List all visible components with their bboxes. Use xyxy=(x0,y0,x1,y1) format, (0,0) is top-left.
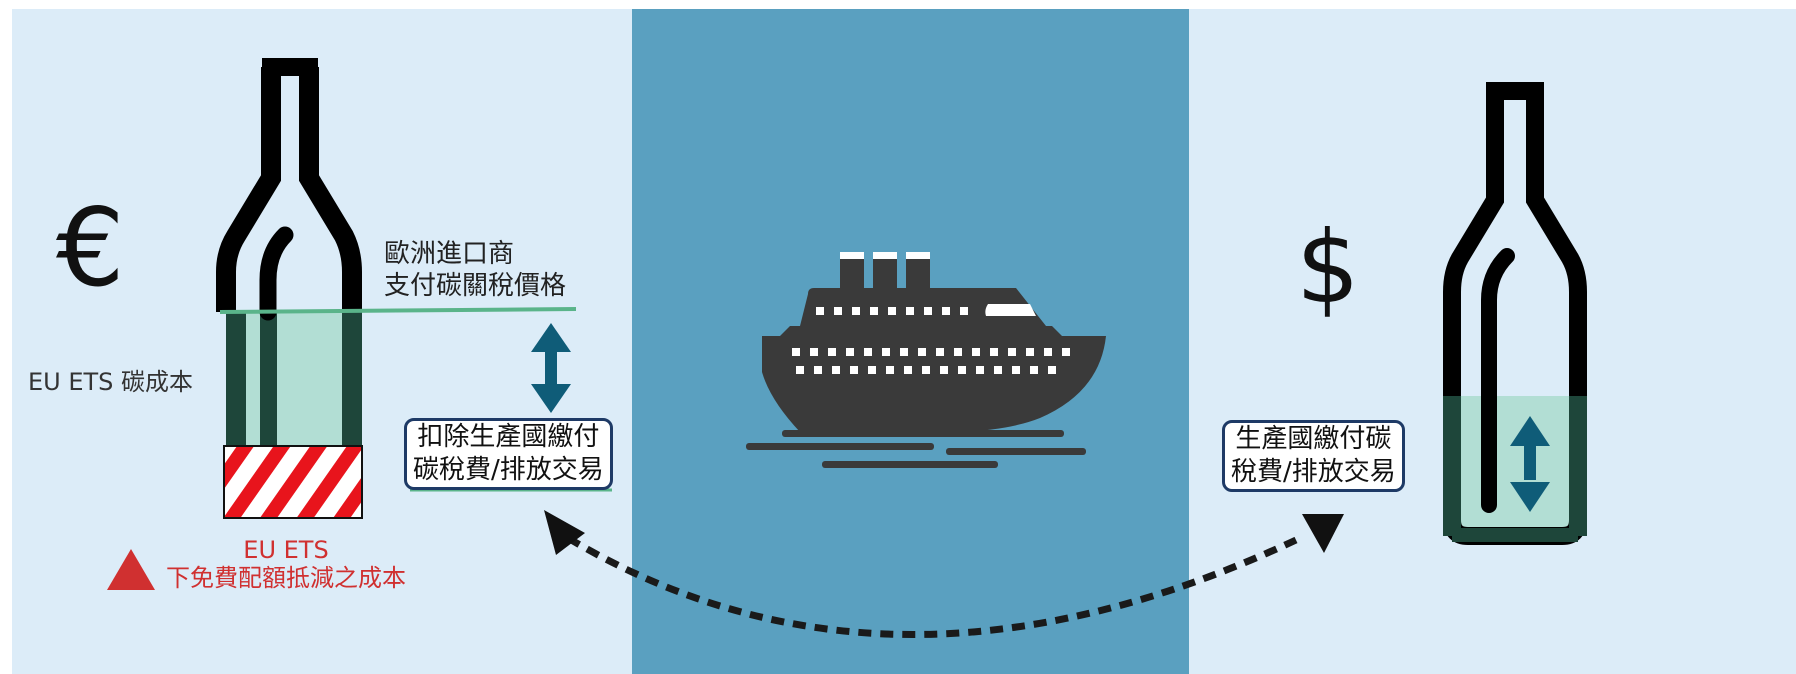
connector-arrowhead-left-icon xyxy=(544,510,585,555)
right-bottle-carbon-fill xyxy=(1452,396,1578,536)
deduction-box: 扣除生產國繳付 碳稅費/排放交易 xyxy=(404,418,613,490)
warning-triangle-icon xyxy=(107,549,155,590)
free-allowance-line2: 下免費配額抵減之成本 xyxy=(166,564,406,592)
left-bottle-icon xyxy=(224,67,362,518)
importer-label-line1: 歐洲進口商 xyxy=(384,238,566,270)
deduction-box-line2: 碳稅費/排放交易 xyxy=(413,454,604,487)
euro-currency-symbol: € xyxy=(56,195,125,303)
right-bottle-icon xyxy=(1443,91,1587,542)
importer-label-line2: 支付碳關稅價格 xyxy=(384,270,566,302)
free-allowance-line1: EU ETS xyxy=(166,536,406,564)
left-bottle-hatched-base xyxy=(224,446,362,518)
free-allowance-label: EU ETS 下免費配額抵減之成本 xyxy=(166,536,406,592)
left-double-arrow-icon xyxy=(531,323,571,413)
importer-label: 歐洲進口商 支付碳關稅價格 xyxy=(384,238,566,302)
producer-box-line1: 生產國繳付碳 xyxy=(1231,423,1396,456)
connector-arrowhead-right-icon xyxy=(1302,514,1344,553)
dollar-currency-symbol: $ xyxy=(1296,218,1360,318)
cruise-ship-icon xyxy=(746,252,1106,468)
trade-flow-connector xyxy=(568,538,1296,635)
deduction-box-line1: 扣除生產國繳付 xyxy=(413,421,604,454)
ets-cost-label: EU ETS 碳成本 xyxy=(28,362,193,397)
left-bottle-carbon-fill xyxy=(226,312,362,446)
producer-box-line2: 稅費/排放交易 xyxy=(1231,456,1396,489)
producer-box: 生產國繳付碳 稅費/排放交易 xyxy=(1222,420,1405,492)
